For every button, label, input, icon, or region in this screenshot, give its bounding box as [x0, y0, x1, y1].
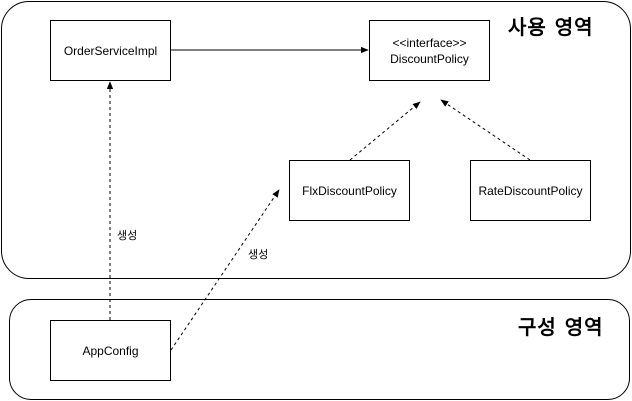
create-arrow-fix-policy: [170, 189, 280, 351]
order-service-impl-box: OrderServiceImpl: [50, 20, 171, 81]
implements-arrow-fix: [349, 101, 421, 161]
implements-arrow-rate: [440, 99, 531, 161]
app-config-label: AppConfig: [82, 343, 139, 358]
usage-region-title: 사용 영역: [508, 15, 594, 39]
rate-discount-policy-label: RateDiscountPolicy: [478, 183, 583, 198]
discount-policy-label: DiscountPolicy: [390, 51, 469, 66]
rate-discount-policy-box: RateDiscountPolicy: [470, 160, 591, 221]
fix-discount-policy-label: FlxDiscountPolicy: [302, 183, 397, 198]
create-label-order-service: 생성: [117, 229, 138, 242]
fix-discount-policy-box: FlxDiscountPolicy: [289, 160, 410, 221]
config-region-title: 구성 영역: [518, 315, 604, 339]
discount-policy-box: <<interface>> DiscountPolicy: [369, 20, 490, 81]
create-label-fix-policy: 생성: [248, 248, 269, 261]
app-config-box: AppConfig: [50, 320, 171, 381]
order-service-impl-label: OrderServiceImpl: [63, 43, 158, 58]
discount-policy-stereotype: <<interface>>: [392, 35, 467, 50]
